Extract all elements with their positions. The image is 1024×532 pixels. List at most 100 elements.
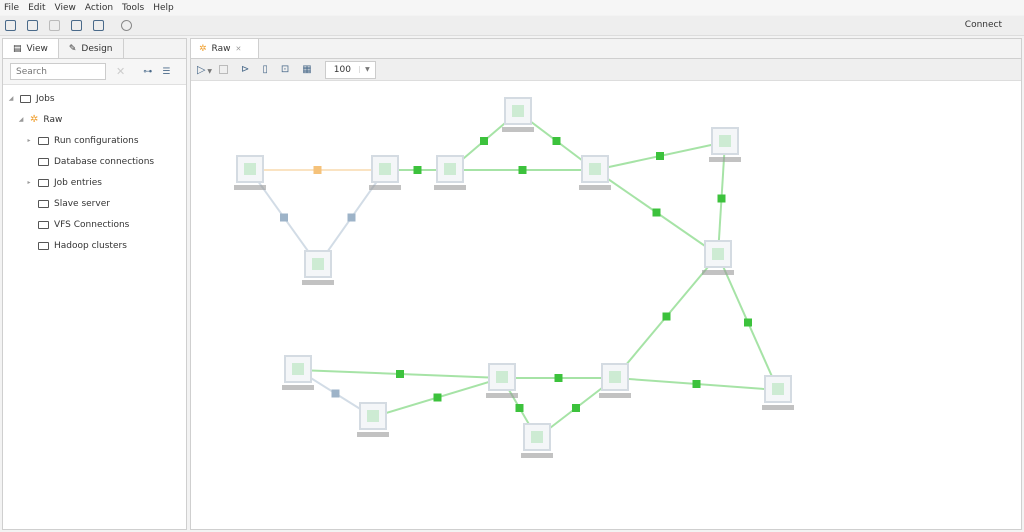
hop-status-icon[interactable]: [652, 208, 661, 217]
job-entry-icon: [512, 105, 524, 117]
hop-status-icon[interactable]: [744, 318, 752, 327]
chevron-down-icon[interactable]: ▼: [358, 66, 375, 73]
job-entry-icon: [719, 135, 731, 147]
job-editor: ✲Raw✕ ▷ ▼ ⊳ ▯ ⊡ ▦ 100▼: [190, 38, 1022, 530]
close-tab-icon[interactable]: ✕: [235, 44, 242, 53]
folder-icon: [38, 220, 49, 229]
job-entry-icon: [609, 371, 621, 383]
connect-button[interactable]: Connect: [964, 20, 1002, 30]
tree-node-hadoop-clusters[interactable]: Hadoop clusters: [3, 235, 186, 256]
job-entry-label: [357, 432, 389, 437]
folder-icon: [38, 199, 49, 208]
job-entry-icon: [367, 410, 379, 422]
tree-node-run-configurations[interactable]: ▸Run configurations: [3, 130, 186, 151]
job-entry-label: [302, 280, 334, 285]
save-icon[interactable]: [71, 20, 82, 31]
search-input[interactable]: [10, 63, 106, 80]
tab-raw[interactable]: ✲Raw✕: [191, 39, 259, 58]
job-entry-icon: [292, 363, 304, 375]
job-entry-label: [234, 185, 266, 190]
job-entry-icon: [244, 163, 256, 175]
open-file-icon[interactable]: [27, 20, 38, 31]
job-entry-icon: [312, 258, 324, 270]
hop-status-icon[interactable]: [554, 374, 563, 382]
layers-icon[interactable]: [121, 20, 132, 31]
zoom-select[interactable]: 100▼: [324, 60, 376, 79]
job-entry-label: [702, 270, 734, 275]
left-panel: ▤View ✎Design ✕ ⊶ ☰ ◢Jobs ◢✲Raw ▸Run con…: [2, 38, 187, 530]
job-entry-label: [369, 185, 401, 190]
folder-icon: [38, 136, 49, 145]
menu-help[interactable]: Help: [153, 2, 174, 13]
clear-search-icon[interactable]: ✕: [116, 65, 126, 78]
pencil-icon: ✎: [68, 43, 77, 54]
job-entry-icon: [379, 163, 391, 175]
folder-icon: [20, 94, 31, 103]
menu-tools[interactable]: Tools: [122, 2, 145, 13]
job-entry-label: [502, 127, 534, 132]
hop-status-icon[interactable]: [480, 137, 488, 145]
collapse-tree-icon[interactable]: ⊶: [143, 66, 153, 77]
hop-status-icon[interactable]: [433, 393, 442, 402]
tree-node-raw[interactable]: ◢✲Raw: [18, 114, 63, 125]
job-entry-label: [434, 185, 466, 190]
hop-status-icon[interactable]: [552, 137, 561, 145]
tree-node-database-connections[interactable]: Database connections: [3, 151, 186, 172]
hop-status-icon[interactable]: [313, 166, 322, 174]
job-entry-label: [486, 393, 518, 398]
job-entry-label: [521, 453, 553, 458]
job-entry-node[interactable]: [284, 355, 312, 383]
hop-status-icon[interactable]: [692, 380, 701, 388]
hop-status-icon[interactable]: [331, 389, 340, 398]
document-icon: ▤: [13, 43, 22, 54]
save-as-icon[interactable]: [93, 20, 104, 31]
tree-node-job-entries[interactable]: ▸Job entries: [3, 172, 186, 193]
tab-view[interactable]: ▤View: [3, 39, 59, 58]
menu-edit[interactable]: Edit: [28, 2, 46, 13]
job-entry-label: [762, 405, 794, 410]
folder-icon: [38, 157, 49, 166]
job-entry-icon: [496, 371, 508, 383]
job-entry-icon: [531, 431, 543, 443]
expand-icon[interactable]: ▸: [27, 137, 31, 144]
explore-db-icon[interactable]: ▦: [302, 64, 312, 75]
check-icon[interactable]: ▯: [262, 64, 268, 75]
new-file-icon[interactable]: [5, 20, 16, 31]
editor-toolbar: ▷ ▼ ⊳ ▯ ⊡ ▦ 100▼: [191, 59, 1021, 81]
menu-file[interactable]: File: [4, 2, 20, 13]
hop-status-icon[interactable]: [515, 404, 524, 412]
tree-node-vfs-connections[interactable]: VFS Connections: [3, 214, 186, 235]
expand-icon[interactable]: ◢: [8, 95, 14, 102]
explore-repository-icon[interactable]: [49, 20, 60, 31]
expand-icon[interactable]: ◢: [18, 116, 24, 123]
folder-icon: [38, 241, 49, 250]
hop-status-icon[interactable]: [518, 166, 527, 174]
hop-status-icon[interactable]: [280, 213, 288, 222]
job-icon: ✲: [199, 43, 207, 54]
tab-design[interactable]: ✎Design: [58, 39, 124, 58]
job-entry-label: [599, 393, 631, 398]
tree-node-jobs[interactable]: ◢Jobs: [8, 93, 55, 104]
hop-status-icon[interactable]: [572, 404, 580, 412]
hop-status-icon[interactable]: [413, 166, 422, 174]
hop-status-icon[interactable]: [347, 213, 356, 222]
main-toolbar: Connect: [0, 16, 1024, 36]
hop-status-icon[interactable]: [717, 194, 726, 203]
hop-status-icon[interactable]: [662, 312, 671, 321]
hop-status-icon[interactable]: [656, 152, 664, 160]
menu-action[interactable]: Action: [84, 2, 114, 13]
run-icon[interactable]: ▷ ▼: [197, 63, 212, 76]
stop-icon[interactable]: [219, 65, 228, 74]
menu-view[interactable]: View: [54, 2, 76, 13]
tree-node-slave-server[interactable]: Slave server: [3, 193, 186, 214]
hop-status-icon[interactable]: [396, 370, 404, 378]
job-entry-label: [579, 185, 611, 190]
tree: ◢Jobs ◢✲Raw ▸Run configurations Database…: [3, 85, 186, 256]
job-icon: ✲: [30, 114, 39, 125]
job-entry-icon: [444, 163, 456, 175]
replay-icon[interactable]: ⊳: [241, 64, 250, 75]
job-canvas[interactable]: [191, 82, 1021, 529]
expand-icon[interactable]: ▸: [27, 179, 31, 186]
sql-icon[interactable]: ⊡: [280, 64, 290, 75]
expand-list-icon[interactable]: ☰: [162, 66, 171, 77]
